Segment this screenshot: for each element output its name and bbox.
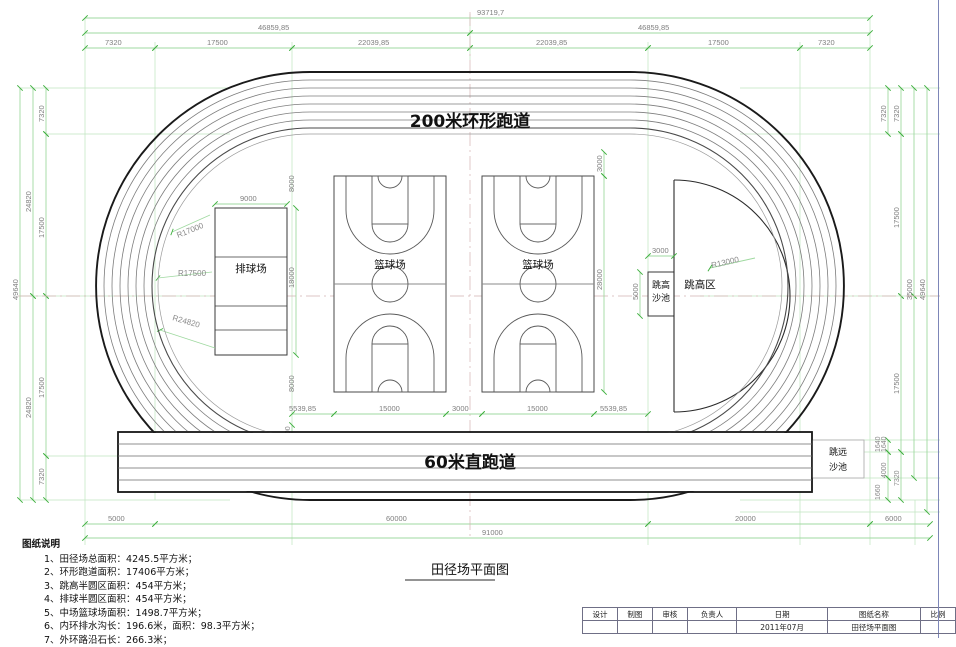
straight-track-overlay: 60米直跑道 (118, 432, 812, 492)
dim-top-seg-2: 22039,85 (358, 38, 389, 47)
dim-right-seg-3: 17500 (892, 373, 901, 394)
dim-court-margin-right: 5539,85 (600, 404, 627, 413)
dim-court-height: 28000 (595, 269, 604, 290)
high-jump-zone-label: 跳高区 (684, 278, 716, 291)
title-block-header-row: 设计 制图 审核 负责人 日期 图纸名称 比例 (583, 608, 956, 621)
dim-right-bottom-2: 4000 (881, 462, 888, 478)
title-block-value-manager (687, 621, 737, 634)
title-block-bottom-rule (582, 633, 956, 634)
dim-hj-pit-width: 3000 (652, 246, 669, 255)
high-jump-pit-label-line1: 跳高 (652, 279, 670, 291)
dim-vb-width: 9000 (240, 194, 257, 203)
dim-right-outer: 49640 (918, 279, 927, 300)
dim-top-seg-0: 7320 (105, 38, 122, 47)
volleyball-court: 排球场 (215, 208, 287, 355)
dim-left-total: 49640 (11, 279, 20, 300)
dim-top-seg-5: 7320 (818, 38, 835, 47)
long-jump-pit-label-line2: 沙池 (829, 461, 847, 473)
dim-left-seg-2: 17500 (37, 377, 46, 398)
note-item-5: 5、中场篮球场面积：1498.7平方米； (22, 607, 362, 621)
note-item-4: 4、排球半圆区面积：454平方米； (22, 593, 362, 607)
note-item-6: 6、内环排水沟长：196.6米，面积：98.3平方米； (22, 620, 362, 634)
dim-court-top-offset: 3000 (595, 155, 604, 172)
title-block-value-drafting (617, 621, 652, 634)
radius-r17500-label: R17500 (178, 269, 207, 278)
dim-bottom-seg-0: 5000 (108, 514, 125, 523)
dim-right-seg-2: 17500 (892, 207, 901, 228)
dim-top-seg-1: 17500 (207, 38, 228, 47)
title-block-value-date: 2011年07月 (737, 621, 828, 634)
top-dimension-lines (85, 18, 870, 48)
volleyball-court-label: 排球场 (235, 262, 267, 275)
sheet-border-right (938, 0, 939, 638)
dim-top-half-left: 46859,85 (258, 23, 289, 32)
note-item-7: 7、外环路沿石长：266.3米； (22, 634, 362, 647)
dim-court-margin-left: 5539,85 (289, 404, 316, 413)
dim-court-width-right: 15000 (527, 404, 548, 413)
dim-top-seg-3: 22039,85 (536, 38, 567, 47)
title-block-value-drawing-name: 田径场平面图 (827, 621, 920, 634)
dim-left-seg-3: 7320 (37, 468, 46, 485)
dim-right-bottom-3: 7320 (894, 470, 901, 486)
note-item-2: 2、环形跑道面积：17406平方米； (22, 566, 362, 580)
title-block-value-row: 2011年07月 田径场平面图 (583, 621, 956, 634)
dim-top-seg-4: 17500 (708, 38, 729, 47)
title-block-header-review: 审核 (652, 608, 687, 621)
title-block-header-drawing-name: 图纸名称 (827, 608, 920, 621)
dim-bottom-seg-3: 6000 (885, 514, 902, 523)
basketball-court-right: 篮球场 (482, 176, 594, 392)
long-jump-pit-label-line1: 跳远 (829, 446, 847, 458)
dim-right-inner: 35000 (905, 279, 914, 300)
title-block-header-design: 设计 (583, 608, 618, 621)
high-jump-pit-label-line2: 沙池 (652, 292, 670, 304)
dim-hj-pit-height: 5000 (631, 283, 640, 300)
dim-vb-top: 8000 (287, 175, 296, 192)
radius-r13000-label: R13000 (710, 255, 740, 270)
dim-right-seg-1: 7320 (892, 105, 901, 122)
dim-right-bottom-1: 1640 (875, 436, 882, 452)
notes-heading: 图纸说明 (22, 538, 362, 552)
title-block-header-date: 日期 (737, 608, 828, 621)
title-block-header-manager: 负责人 (687, 608, 737, 621)
bottom-dimension-lines (85, 524, 930, 538)
dim-right-bottom-4: 1660 (875, 484, 882, 500)
note-item-3: 3、跳高半圆区面积：454平方米； (22, 580, 362, 594)
dim-left-half-top: 24820 (24, 191, 33, 212)
dim-left-seg-1: 17500 (37, 217, 46, 238)
title-block: 设计 制图 审核 负责人 日期 图纸名称 比例 2011年07月 田径场平面图 (582, 607, 956, 634)
drawing-title-group: 田径场平面图 (405, 563, 509, 580)
dim-court-width-left: 15000 (379, 404, 400, 413)
basketball-court-right-label: 篮球场 (522, 258, 554, 271)
oval-track-label: 200米环形跑道 (410, 111, 531, 132)
title-block-header-drafting: 制图 (617, 608, 652, 621)
dim-right-seg-0: 7320 (879, 105, 888, 122)
dim-top-total: 93719,7 (477, 8, 504, 17)
drawing-title: 田径场平面图 (431, 563, 509, 578)
dim-vb-height: 18000 (287, 267, 296, 288)
basketball-court-left-label: 篮球场 (374, 258, 406, 271)
title-block-value-review (652, 621, 687, 634)
dim-top-half-right: 46859,85 (638, 23, 669, 32)
note-item-1: 1、田径场总面积：4245.5平方米； (22, 553, 362, 567)
long-jump-pit: 跳远 沙池 (812, 440, 864, 478)
drawing-notes: 图纸说明 1、田径场总面积：4245.5平方米； 2、环形跑道面积：17406平… (22, 538, 362, 647)
radius-r24820-label: R24820 (171, 313, 201, 330)
title-block-value-design (583, 621, 618, 634)
straight-track-label-top: 60米直跑道 (424, 452, 516, 473)
dim-bottom-seg-1: 60000 (386, 514, 407, 523)
dim-bottom-total: 91000 (482, 528, 503, 537)
dim-left-seg-0: 7320 (37, 105, 46, 122)
basketball-court-left: 篮球场 (334, 176, 446, 392)
notes-list: 1、田径场总面积：4245.5平方米； 2、环形跑道面积：17406平方米； 3… (22, 553, 362, 647)
dim-court-gap: 3000 (452, 404, 469, 413)
dim-vb-bottom: 8000 (287, 375, 296, 392)
